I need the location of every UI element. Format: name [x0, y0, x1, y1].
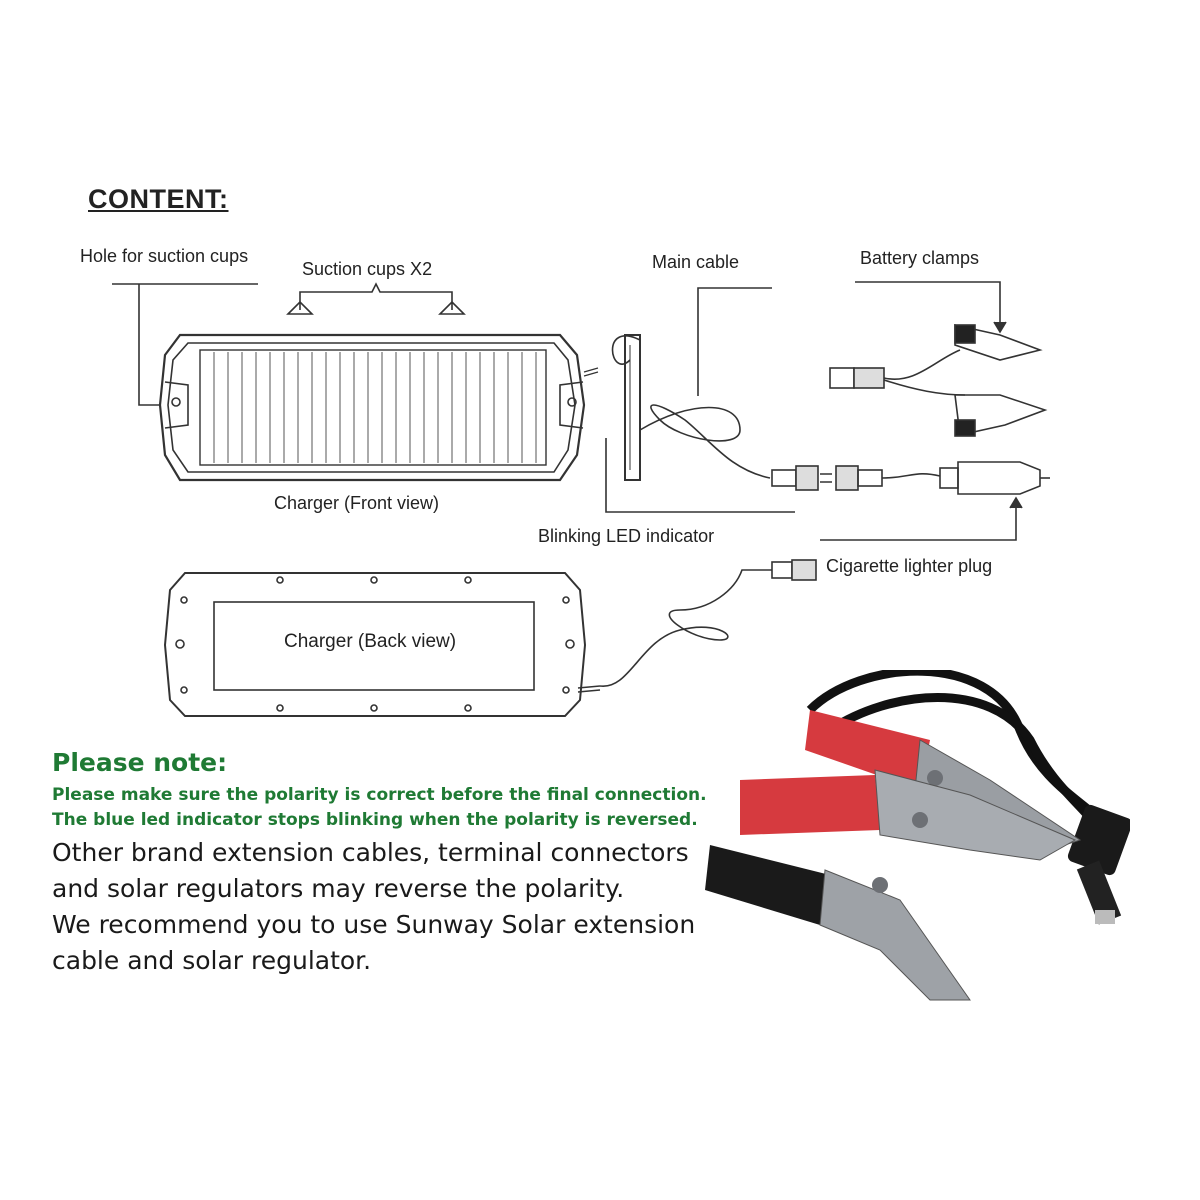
solar-panel-back-icon	[163, 572, 601, 717]
note-title: Please note:	[52, 748, 228, 777]
cable-back	[599, 569, 772, 687]
label-main-cable: Main cable	[652, 252, 740, 272]
suction-cup-icon	[286, 300, 466, 315]
label-charger-back: Charger (Back view)	[284, 631, 457, 652]
red-clamp-middle-icon	[740, 769, 1077, 861]
cable-loop-icon	[639, 404, 771, 479]
sae-plug-photo-icon	[1067, 804, 1130, 925]
battery-clamps-photo	[705, 670, 1130, 1001]
black-clamp-icon	[705, 845, 971, 1001]
label-charger-front: Charger (Front view)	[274, 493, 440, 513]
leader-hole-down	[138, 284, 160, 406]
product-diagram	[112, 281, 1050, 717]
solar-panel-front-icon	[158, 333, 599, 482]
label-hole-suction: Hole for suction cups	[80, 246, 249, 266]
sae-connector-top-icon	[829, 367, 885, 389]
sae-connector-back-icon	[771, 559, 817, 581]
sae-connector-icon	[771, 465, 883, 491]
red-clamp-top-icon	[805, 710, 1082, 851]
note-line-1: Please make sure the polarity is correct…	[52, 785, 707, 805]
body-line-4: cable and solar regulator.	[52, 946, 372, 975]
led-indicator-icon	[624, 334, 641, 481]
body-line-3: We recommend you to use Sunway Solar ext…	[52, 910, 696, 939]
body-line-2: and solar regulators may reverse the pol…	[52, 874, 625, 903]
body-line-1: Other brand extension cables, terminal c…	[52, 838, 689, 867]
label-cigarette-plug: Cigarette lighter plug	[826, 556, 993, 576]
label-suction-cups: Suction cups X2	[302, 259, 433, 279]
leader-main-cable	[697, 287, 772, 396]
note-line-2: The blue led indicator stops blinking wh…	[52, 810, 698, 830]
label-battery-clamps: Battery clamps	[860, 248, 980, 268]
leader-led	[605, 438, 795, 513]
label-blinking-led: Blinking LED indicator	[538, 526, 715, 546]
battery-clamp-icon	[954, 324, 1048, 437]
leader-plug	[820, 500, 1017, 541]
cigarette-lighter-plug-icon	[939, 461, 1050, 495]
cable-top	[611, 335, 641, 365]
leader-clamps	[855, 281, 1001, 330]
suction-brace	[299, 282, 453, 310]
content-heading: CONTENT:	[88, 184, 229, 214]
